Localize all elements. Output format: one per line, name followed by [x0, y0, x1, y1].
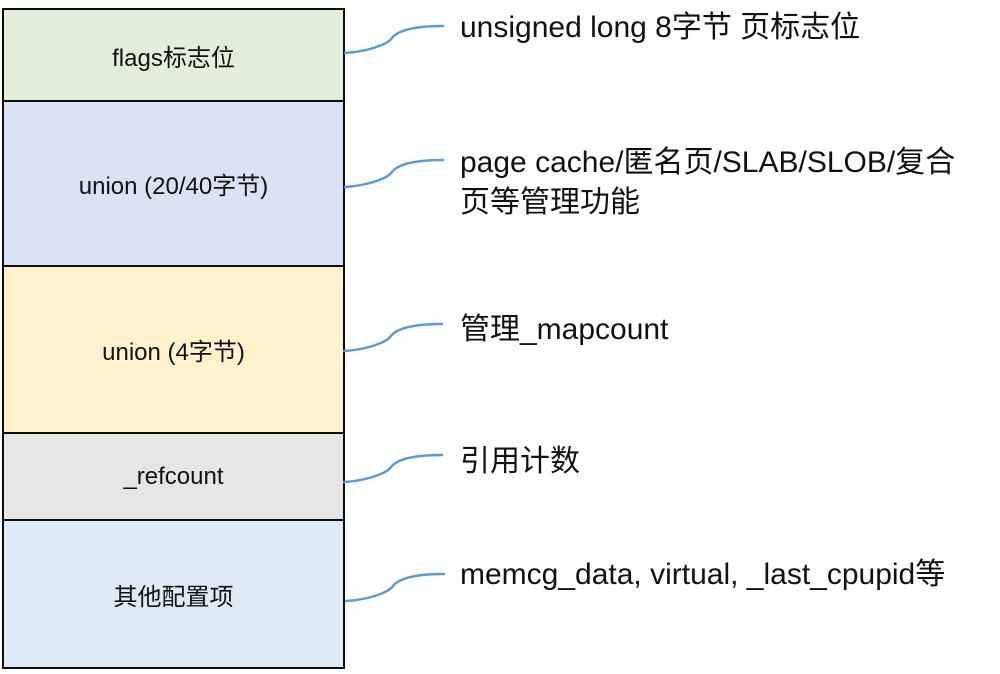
- annotation-other: memcg_data, virtual, _last_cpupid等: [460, 555, 945, 595]
- field-row-union-large: union (20/40字节): [4, 102, 343, 267]
- annotation-flags-line: unsigned long 8字节 页标志位: [460, 11, 861, 44]
- connector-line-union-large: [343, 158, 445, 189]
- connector-line-union-small: [342, 322, 444, 353]
- annotation-union-small: 管理_mapcount: [460, 310, 668, 350]
- field-row-other: 其他配置项: [4, 521, 343, 667]
- connector-line-other: [344, 572, 446, 603]
- field-row-union-small: union (4字节): [4, 267, 343, 434]
- annotation-flags: unsigned long 8字节 页标志位: [460, 8, 860, 48]
- field-label-union-small: union (4字节): [102, 339, 245, 366]
- annotation-refcount: 引用计数: [460, 442, 580, 482]
- annotation-union-large-line1: page cache/匿名页/SLAB/SLOB/复合: [460, 146, 956, 179]
- field-label-refcount: _refcount: [123, 462, 224, 490]
- field-label-other: 其他配置项: [113, 583, 234, 611]
- field-label-union-large: union (20/40字节): [78, 173, 269, 200]
- struct-field-column: flags标志位 union (20/40字节) union (4字节) _re…: [2, 8, 345, 669]
- annotation-refcount-line: 引用计数: [460, 445, 580, 478]
- annotation-union-large: page cache/匿名页/SLAB/SLOB/复合 页等管理功能: [460, 143, 955, 223]
- connector-line-flags: [343, 24, 445, 55]
- annotation-union-small-line: 管理_mapcount: [460, 313, 669, 346]
- field-row-flags: flags标志位: [4, 10, 343, 102]
- connector-line-refcount: [342, 453, 444, 484]
- field-row-refcount: _refcount: [4, 434, 343, 521]
- field-label-flags: flags标志位: [112, 44, 235, 72]
- annotation-union-large-line2: 页等管理功能: [460, 186, 640, 219]
- annotation-other-line: memcg_data, virtual, _last_cpupid等: [460, 558, 946, 591]
